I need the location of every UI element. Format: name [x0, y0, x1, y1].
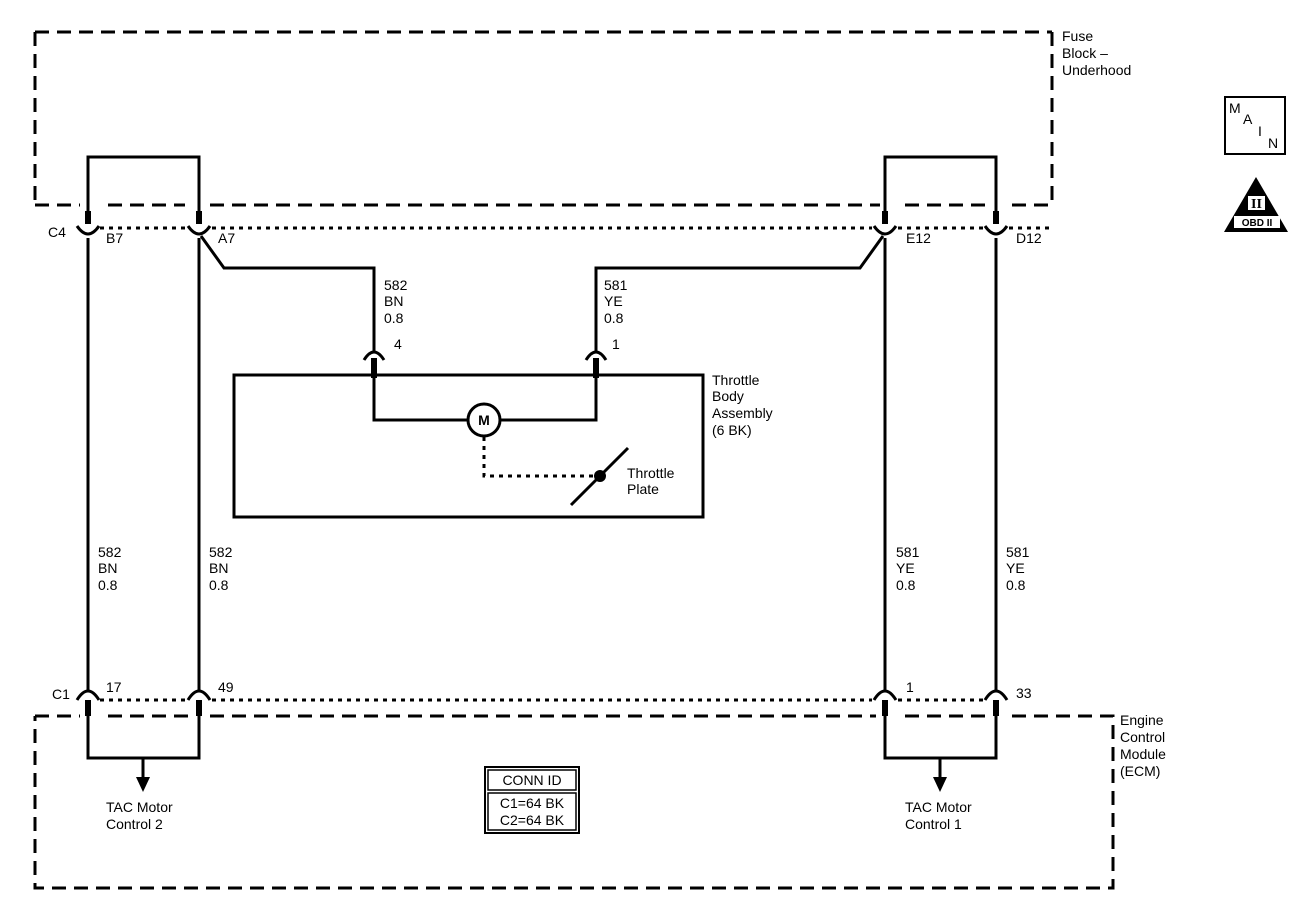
main-badge-i: I	[1258, 123, 1262, 139]
pin-b7-label: B7	[106, 230, 123, 246]
tac-control-1-line1: TAC Motor	[905, 799, 972, 815]
pin-1-label: 1	[906, 679, 914, 695]
ecm-loop-left	[86, 714, 201, 778]
motor-wire	[372, 378, 598, 422]
wire-582-l-color: BN	[98, 560, 117, 576]
wire-582-l-circuit: 582	[98, 544, 122, 560]
main-badge: M A I N	[1224, 96, 1286, 155]
ecm-outline	[33, 714, 1115, 890]
motor-label: M	[478, 412, 490, 428]
obd-ii-badge: II OBD II	[1224, 177, 1288, 232]
pin-b7	[75, 211, 101, 236]
wire-581-r-color: YE	[1006, 560, 1025, 576]
pin-17-label: 17	[106, 679, 122, 695]
pin-33-label: 33	[1016, 685, 1032, 701]
pin-e12-label: E12	[906, 230, 931, 246]
throttle-plate-label-1: Throttle	[627, 465, 675, 481]
pin-33	[983, 689, 1009, 716]
conn-c4-label: C4	[48, 224, 66, 240]
wire-582-top-size: 0.8	[384, 310, 404, 326]
ecm-label-3: Module	[1120, 746, 1166, 762]
conn-id-c2: C2=64 BK	[500, 812, 565, 828]
pin-d12	[983, 211, 1009, 236]
wire-581-r-size: 0.8	[1006, 577, 1026, 593]
wire-581-l-size: 0.8	[896, 577, 916, 593]
wire-582-r-color: BN	[209, 560, 228, 576]
fuse-jumper-left	[86, 155, 201, 213]
obd-ii-top: II	[1251, 197, 1262, 212]
wire-581-l-circuit: 581	[896, 544, 920, 560]
wire-582-top-circuit: 582	[384, 277, 408, 293]
conn-id-title: CONN ID	[502, 772, 561, 788]
motor-symbol	[466, 402, 502, 438]
throttle-body-label-3: Assembly	[712, 405, 773, 421]
ecm-arrow-right	[933, 777, 947, 792]
fuse-jumper-right	[883, 155, 998, 213]
fuse-block-label-3: Underhood	[1062, 62, 1131, 78]
fuse-block-label-2: Block –	[1062, 45, 1108, 61]
pin-e12	[872, 211, 898, 236]
fuse-block-outline	[33, 30, 1054, 207]
throttle-plate-pivot	[594, 470, 606, 482]
throttle-body-box	[232, 373, 705, 519]
throttle-body-label-1: Throttle	[712, 372, 760, 388]
throttle-pin-1-label: 1	[612, 336, 620, 352]
wire-582-to-throttle	[199, 235, 376, 352]
main-badge-a: A	[1243, 111, 1253, 127]
wire-581-top-color: YE	[604, 293, 623, 309]
wire-582-r-circuit: 582	[209, 544, 233, 560]
conn-id-table: CONN ID C1=64 BK C2=64 BK	[484, 766, 580, 834]
wire-582-r-size: 0.8	[209, 577, 229, 593]
throttle-pin-4-label: 4	[394, 336, 402, 352]
pin-17	[75, 689, 101, 716]
throttle-body-label-2: Body	[712, 388, 744, 404]
wire-582-l-size: 0.8	[98, 577, 118, 593]
ecm-label-1: Engine	[1120, 712, 1164, 728]
pin-1-ecm	[872, 689, 898, 716]
ecm-label-4: (ECM)	[1120, 763, 1160, 779]
throttle-body-label-4: (6 BK)	[712, 422, 752, 438]
conn-c1-label: C1	[52, 686, 70, 702]
pin-49	[186, 689, 212, 716]
pin-a7-label: A7	[218, 230, 235, 246]
wire-581-to-throttle	[594, 235, 885, 352]
wire-581-r-circuit: 581	[1006, 544, 1030, 560]
wire-581-l-color: YE	[896, 560, 915, 576]
tac-control-2-line1: TAC Motor	[106, 799, 173, 815]
ecm-label-2: Control	[1120, 729, 1165, 745]
obd-ii-bottom: OBD II	[1242, 218, 1273, 229]
conn-id-c1: C1=64 BK	[500, 795, 565, 811]
pin-a7	[186, 211, 212, 236]
wire-581-top-size: 0.8	[604, 310, 624, 326]
throttle-plate-label-2: Plate	[627, 481, 659, 497]
pin-49-label: 49	[218, 679, 234, 695]
main-badge-m: M	[1229, 100, 1241, 116]
tac-control-2-line2: Control 2	[106, 816, 163, 832]
pin-d12-label: D12	[1016, 230, 1042, 246]
ecm-arrow-left	[136, 777, 150, 792]
motor-linkage	[482, 437, 598, 478]
wire-581-top-circuit: 581	[604, 277, 628, 293]
main-badge-n: N	[1268, 135, 1278, 151]
ecm-loop-right	[883, 714, 998, 778]
tac-control-1-line2: Control 1	[905, 816, 962, 832]
wire-582-top-color: BN	[384, 293, 403, 309]
fuse-block-label-1: Fuse	[1062, 28, 1093, 44]
